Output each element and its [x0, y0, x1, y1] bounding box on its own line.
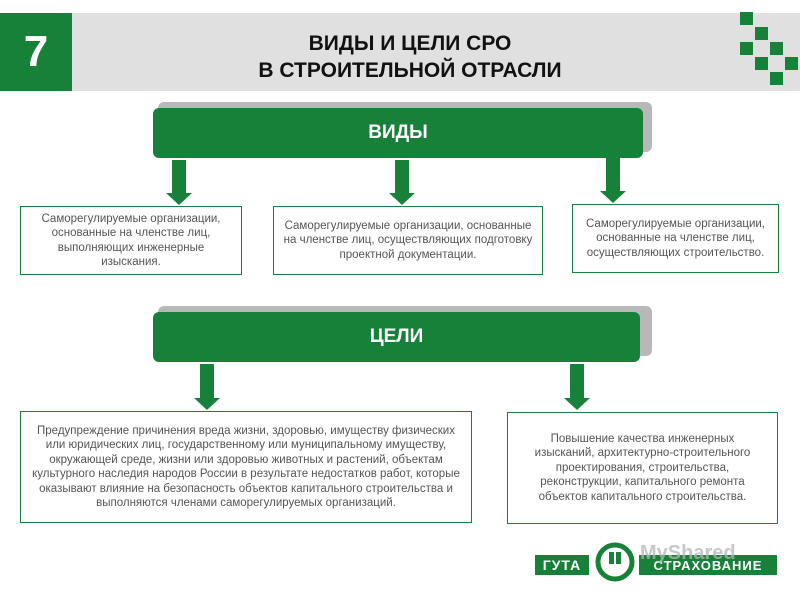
watermark: MyShared	[640, 542, 736, 564]
type-box-text: Саморегулируемые организации, основанные…	[41, 212, 221, 269]
title-line-1: ВИДЫ И ЦЕЛИ СРО	[308, 32, 512, 55]
goal-box-text: Повышение качества инженерных изысканий,…	[534, 432, 751, 503]
header-bar	[0, 13, 800, 91]
page-title: ВИДЫ И ЦЕЛИ СРО В СТРОИТЕЛЬНОЙ ОТРАСЛИ	[150, 30, 670, 84]
slide-number: 7	[0, 13, 72, 91]
types-header: ВИДЫ	[153, 108, 643, 158]
arrow-down-icon	[564, 364, 590, 410]
goal-box-quality: Повышение качества инженерных изысканий,…	[507, 412, 778, 524]
arrow-down-icon	[389, 160, 415, 205]
type-box-construction: Саморегулируемые организации, основанные…	[572, 204, 779, 273]
goals-header: ЦЕЛИ	[153, 312, 640, 362]
type-box-text: Саморегулируемые организации, основанные…	[586, 217, 765, 259]
type-box-surveys: Саморегулируемые организации, основанные…	[20, 206, 242, 275]
type-box-design: Саморегулируемые организации, основанные…	[273, 206, 543, 275]
arrow-down-icon	[600, 158, 626, 203]
title-line-2: В СТРОИТЕЛЬНОЙ ОТРАСЛИ	[258, 59, 562, 82]
type-box-text: Саморегулируемые организации, основанные…	[283, 219, 533, 261]
arrow-down-icon	[166, 160, 192, 205]
logo-emblem-icon	[595, 542, 635, 582]
goal-box-prevention: Предупреждение причинения вреда жизни, з…	[20, 411, 472, 523]
goal-box-text: Предупреждение причинения вреда жизни, з…	[32, 424, 460, 510]
arrow-down-icon	[194, 364, 220, 410]
company-logo: ГУТА СТРАХОВАНИЕ	[535, 542, 785, 586]
logo-text-insurance: СТРАХОВАНИЕ	[639, 555, 777, 575]
logo-text-guta: ГУТА	[535, 555, 589, 575]
